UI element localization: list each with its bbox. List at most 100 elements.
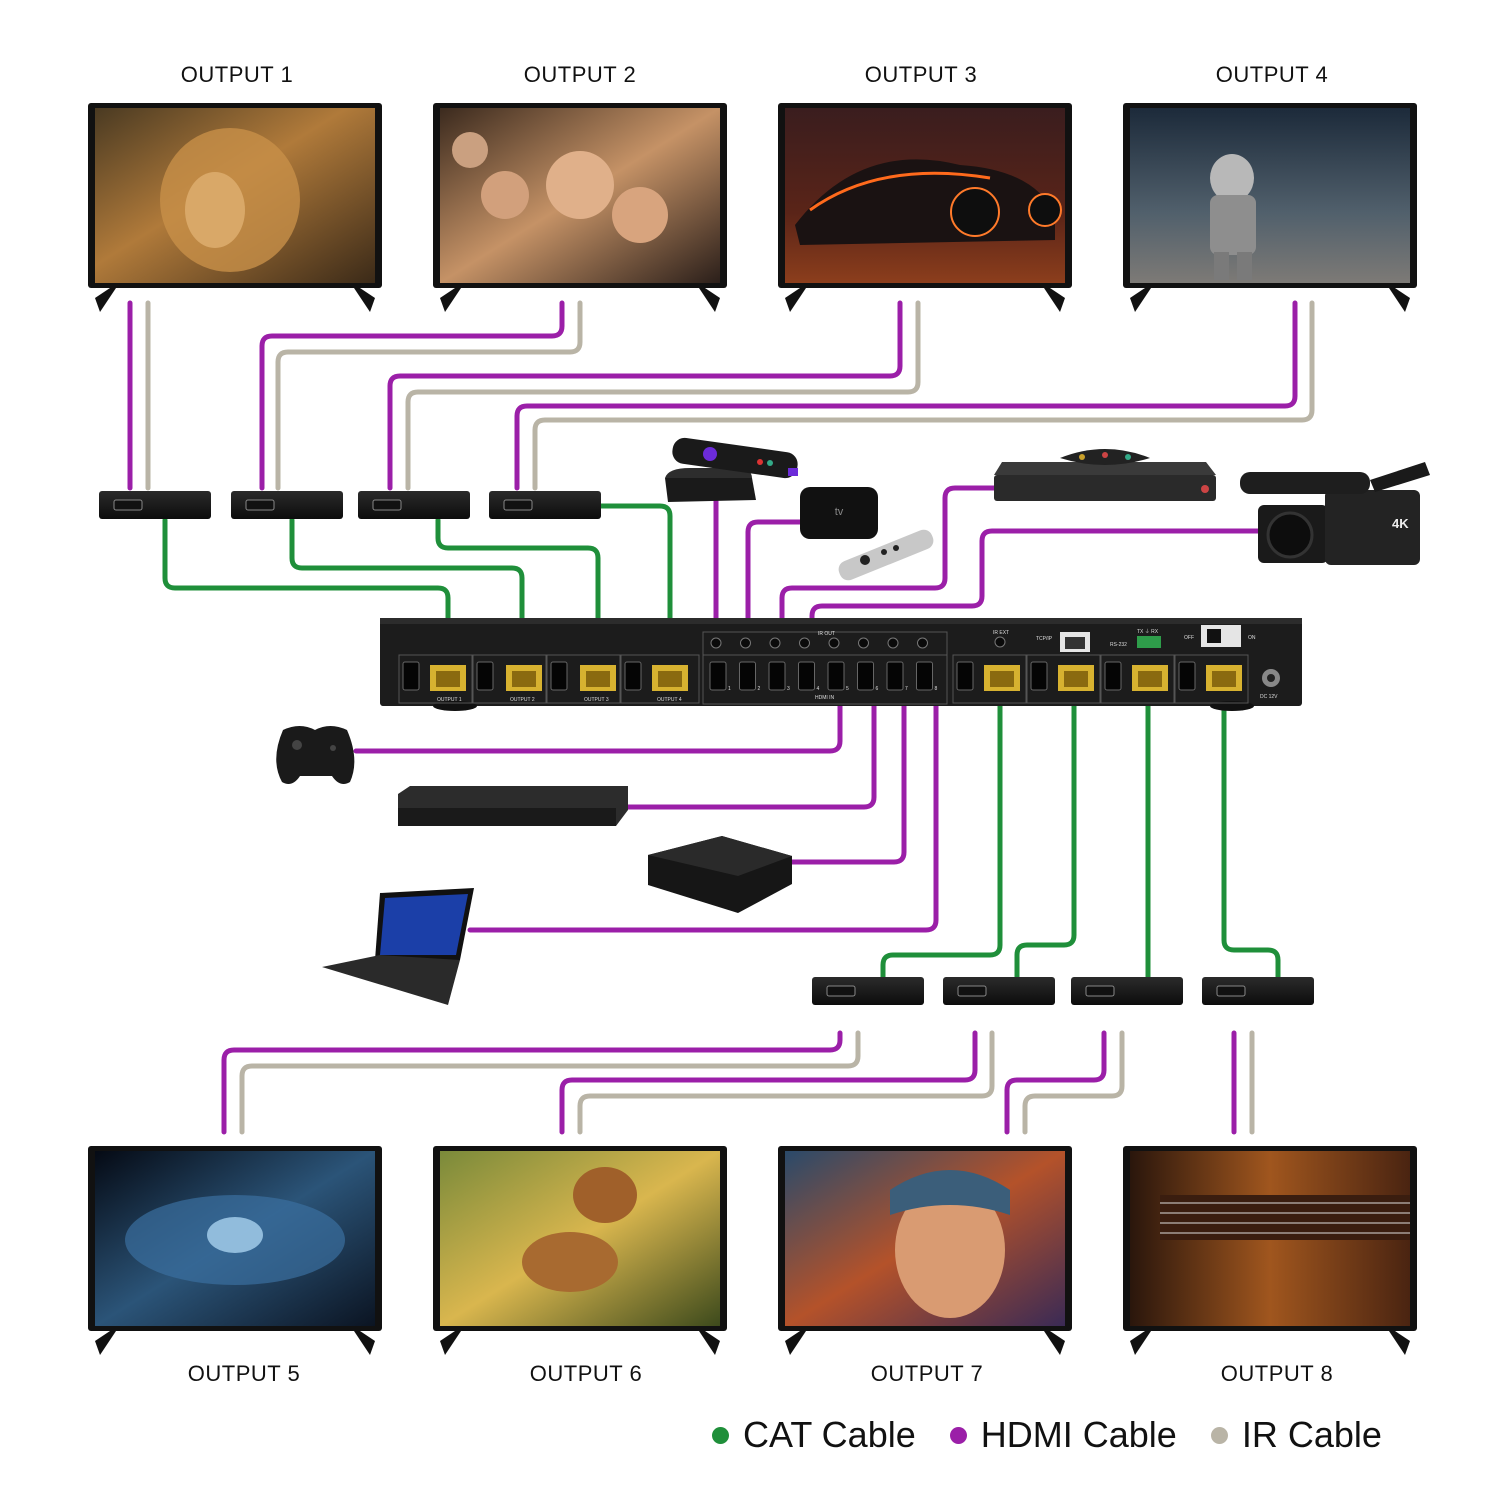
receiver-output-8	[1202, 977, 1314, 1005]
port-label-output-4: OUTPUT 4	[657, 697, 682, 703]
ir-ext-label: IR EXT	[993, 630, 1009, 636]
cat-cable-output-6	[1014, 677, 1077, 981]
roku-remote-icon	[672, 437, 798, 479]
tv-label-output-5: OUTPUT 5	[187, 1361, 301, 1386]
legend-item-cat: CAT Cable	[712, 1414, 916, 1456]
port-label-output-3: OUTPUT 3	[584, 697, 609, 703]
power-off-label: OFF	[1184, 635, 1194, 641]
tcpip-label: TCP/IP	[1036, 636, 1053, 642]
ir-out-jack	[858, 637, 869, 649]
apple-tv-box: tv	[800, 487, 878, 539]
receiver-output-4	[489, 491, 601, 519]
hdmi-cable-streambox	[789, 703, 907, 865]
receiver-output-1	[99, 491, 211, 519]
ir-cable-output-4	[532, 300, 1315, 491]
cat-cable-output-4	[597, 503, 673, 671]
ir-cable-output-2	[275, 300, 583, 491]
hdmi-in-number: 6	[876, 686, 879, 692]
ir-out-jack	[828, 637, 840, 649]
ir-out-jack	[769, 637, 781, 649]
hdmi-in-label: HDMI IN	[815, 695, 835, 701]
ir-cable-output-5	[239, 1030, 861, 1135]
laptop	[322, 888, 474, 1005]
legend-item-ir: IR Cable	[1210, 1414, 1382, 1456]
tv-label-output-3: OUTPUT 3	[864, 62, 978, 87]
legend-item-hdmi: HDMI Cable	[949, 1414, 1177, 1456]
rs232-label: RS-232	[1110, 642, 1127, 648]
tv-label-output-4: OUTPUT 4	[1215, 62, 1329, 87]
hdmi-cable-dvd	[625, 703, 877, 810]
cat-cable-output-3	[435, 517, 601, 671]
tivo-remote-icon	[1060, 449, 1150, 465]
hdmi-in-port	[709, 661, 727, 691]
hdmi-in-port	[768, 661, 786, 691]
hdmi-cable-output-3	[387, 300, 903, 491]
receiver-output-2	[231, 491, 343, 519]
tv-label-output-2: OUTPUT 2	[523, 62, 637, 87]
ir-cable-output-6	[577, 1030, 995, 1135]
streaming-box	[648, 836, 792, 913]
tv-label-output-6: OUTPUT 6	[529, 1361, 643, 1386]
apple-tv-remote-icon	[838, 529, 934, 581]
tv-output-5	[88, 1146, 382, 1355]
port-label-output-2: OUTPUT 2	[510, 697, 535, 703]
hdmi-cable-laptop	[467, 703, 939, 933]
ir-out-jack	[799, 637, 810, 649]
dvd-player	[398, 786, 628, 826]
cat-cable-output-1	[162, 517, 451, 671]
cable-layer	[127, 300, 1315, 1135]
cat-cable-output-8	[1221, 677, 1281, 981]
hdmi-in-number: 8	[935, 686, 938, 692]
legend-label-hdmi: HDMI Cable	[980, 1414, 1177, 1455]
camcorder: 4K	[1240, 462, 1430, 565]
cable-legend: CAT Cable HDMI Cable IR Cable	[712, 1412, 1382, 1458]
tv-output-7	[778, 1146, 1072, 1355]
tv-label-output-8: OUTPUT 8	[1220, 1361, 1334, 1386]
hdmi-in-number: 3	[787, 686, 790, 692]
ir-cable-output-3	[405, 300, 921, 491]
ir-out-jack	[710, 637, 722, 649]
ir-out-label: IR OUT	[818, 631, 835, 637]
ir-cable-output-7	[1022, 1030, 1125, 1135]
tv-output-4	[1123, 103, 1417, 312]
hdmi-in-port	[916, 661, 933, 691]
switch-right-ports: IR EXT TCP/IP RS-232 TX ⏚ RX OFF ON DC 1…	[952, 625, 1280, 704]
port-label-output-1: OUTPUT 1	[437, 697, 462, 703]
power-on-label: ON	[1248, 635, 1256, 641]
switch-output-ports: OUTPUT 1 OUTPUT 2 OUTPUT 3 OUTPUT 4	[398, 654, 700, 704]
legend-dot-cat	[712, 1426, 729, 1444]
tivo-box	[994, 462, 1216, 501]
legend-dot-hdmi	[949, 1426, 967, 1444]
legend-label-ir: IR Cable	[1241, 1414, 1382, 1455]
tv-label-output-7: OUTPUT 7	[870, 1361, 984, 1386]
receiver-output-7	[1071, 977, 1183, 1005]
receiver-output-5	[812, 977, 924, 1005]
hdmi-cable-output-2	[259, 300, 565, 491]
hdmi-in-port	[886, 661, 904, 691]
hdmi-cable-gamepad	[353, 703, 843, 754]
hdmi-in-number: 2	[758, 686, 761, 692]
legend-dot-ir	[1210, 1426, 1228, 1444]
ir-out-jack	[887, 637, 899, 649]
hdmi-cable-tivo	[779, 485, 1001, 631]
hdmi-matrix-switch: OUTPUT 1 OUTPUT 2 OUTPUT 3 OUTPUT 4 IR O…	[380, 618, 1302, 711]
apple-tv-logo: tv	[835, 506, 844, 518]
tv-output-2	[433, 103, 727, 312]
hdmi-in-number: 4	[817, 686, 820, 692]
hdmi-in-port	[827, 661, 845, 691]
hdmi-cable-appletv	[745, 519, 803, 631]
ir-out-jack	[917, 637, 928, 649]
roku-player	[665, 468, 756, 502]
cat-cable-output-5	[880, 677, 1003, 981]
ir-out-jack	[740, 637, 751, 649]
receiver-output-3	[358, 491, 470, 519]
hdmi-cable-output-5	[221, 1030, 843, 1135]
receiver-output-6	[943, 977, 1055, 1005]
camcorder-4k-badge: 4K	[1392, 516, 1409, 531]
dc-power-label: DC 12V	[1260, 694, 1278, 700]
hdmi-in-number: 7	[905, 686, 908, 692]
hdmi-cable-output-6	[559, 1030, 978, 1135]
hdmi-in-port	[857, 661, 874, 691]
hdmi-cable-camera	[809, 528, 1263, 631]
